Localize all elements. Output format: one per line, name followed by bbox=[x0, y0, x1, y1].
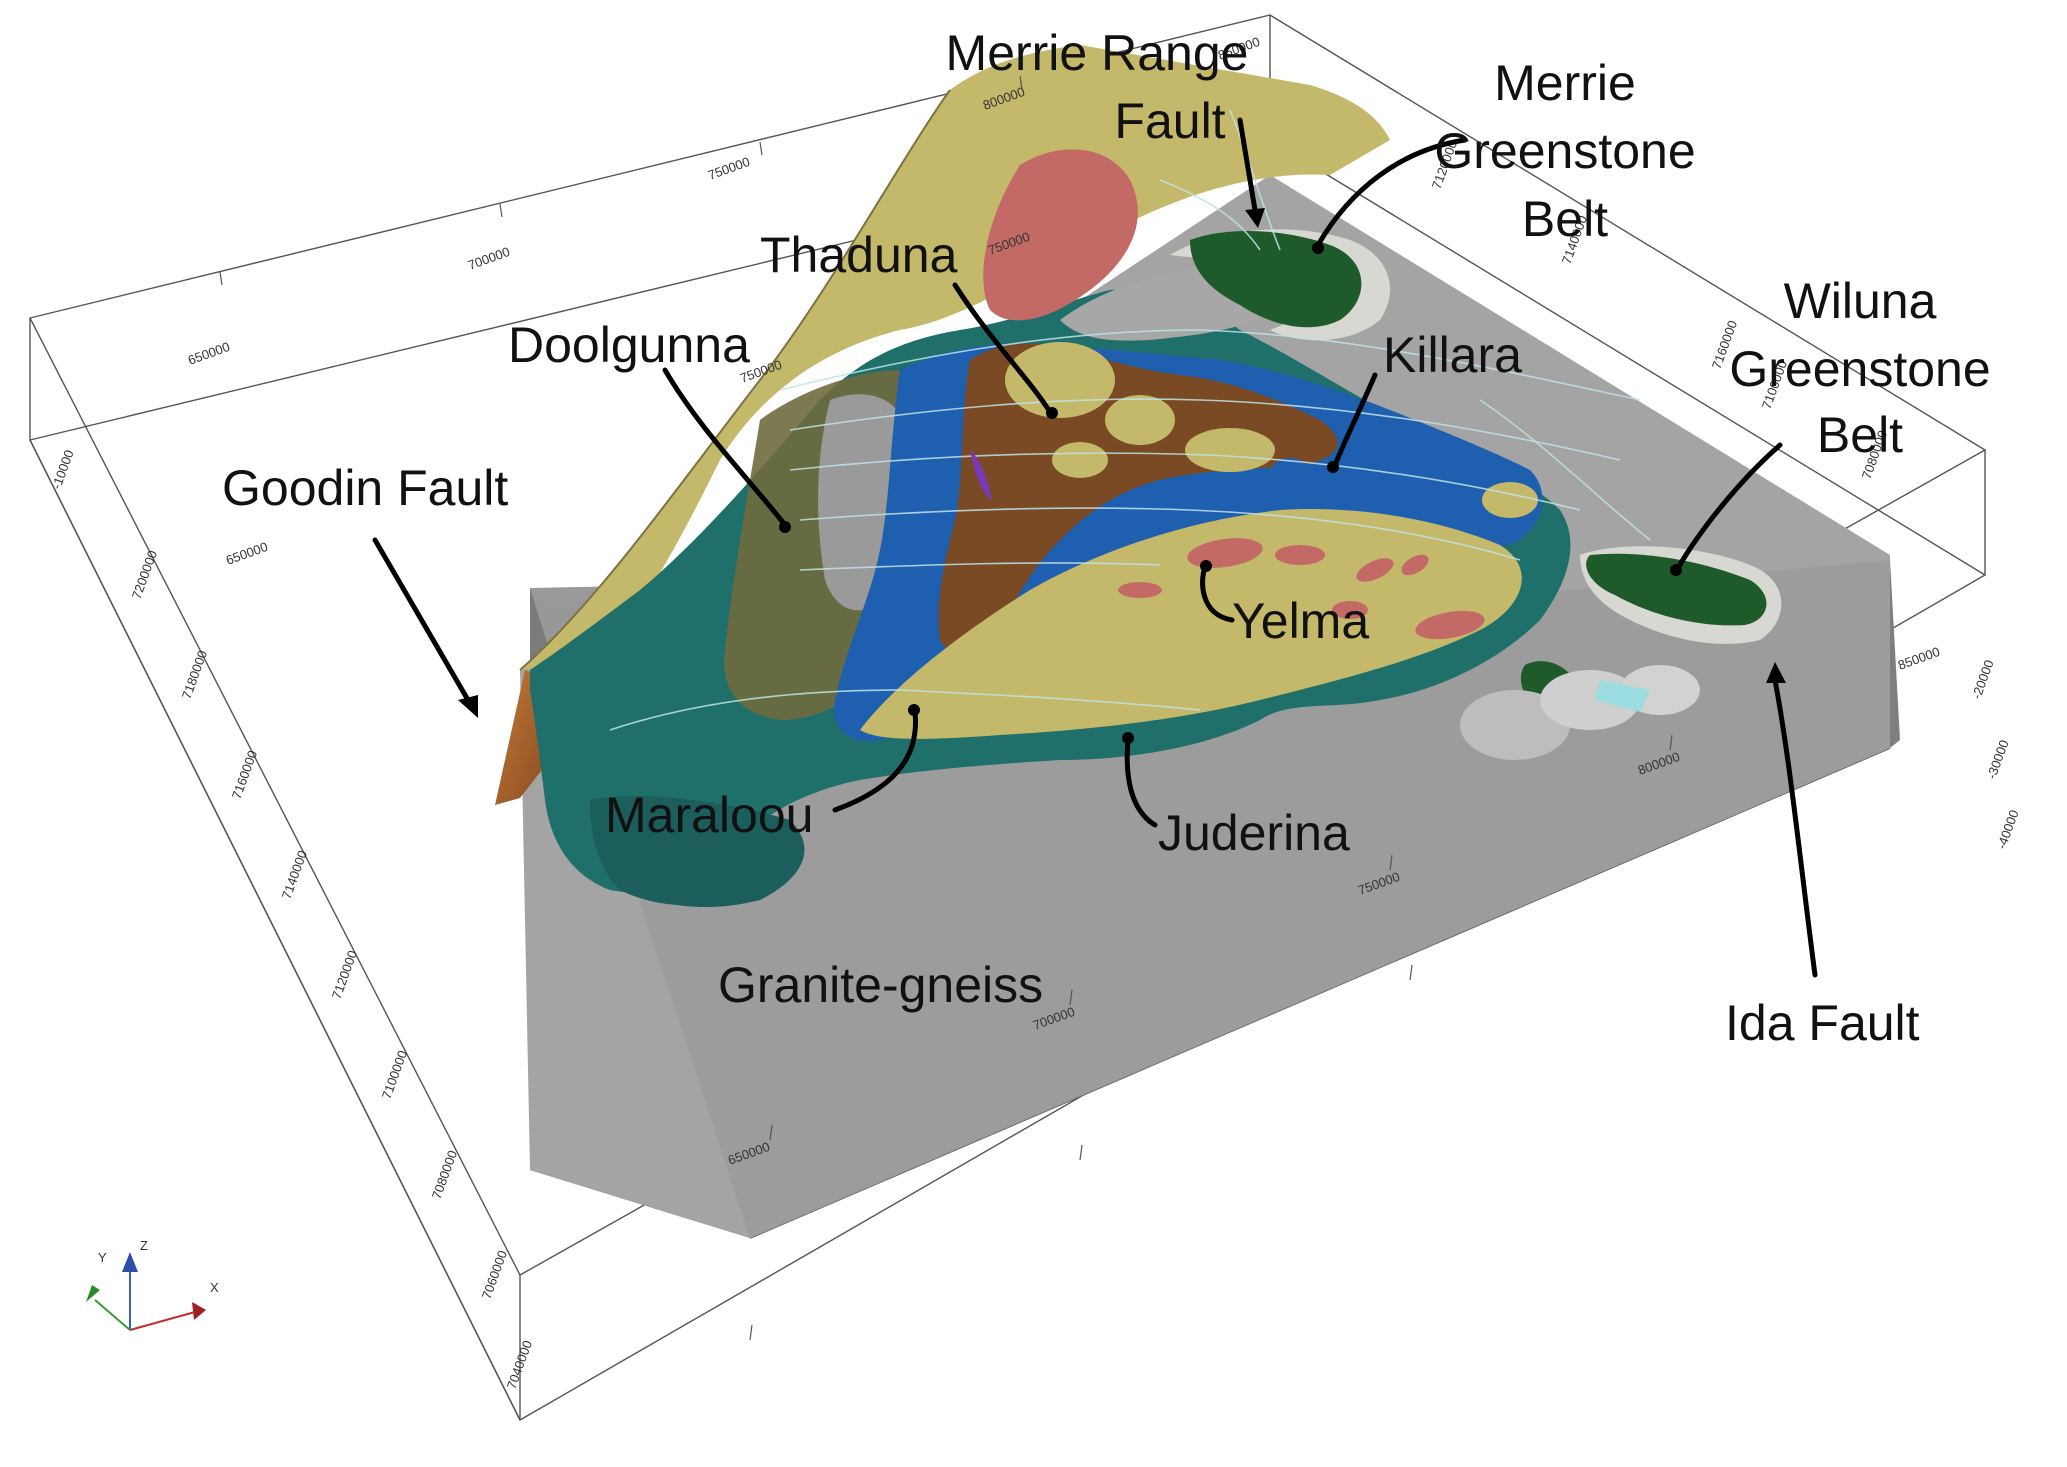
label-goodin-fault: Goodin Fault bbox=[222, 460, 508, 516]
label-ida-fault: Ida Fault bbox=[1725, 995, 1920, 1051]
label-killara: Killara bbox=[1383, 327, 1522, 383]
svg-text:7160000: 7160000 bbox=[229, 748, 260, 801]
svg-text:7140000: 7140000 bbox=[279, 848, 310, 901]
upper-pink-unit bbox=[983, 149, 1138, 321]
svg-text:7100000: 7100000 bbox=[379, 1048, 410, 1101]
svg-text:850000: 850000 bbox=[1896, 644, 1942, 673]
axis-x-label: X bbox=[210, 1280, 219, 1295]
label-wiluna-3: Belt bbox=[1817, 407, 1903, 463]
label-doolgunna: Doolgunna bbox=[508, 317, 750, 373]
fault-traces bbox=[609, 109, 1651, 731]
label-merrie-range-fault: Merrie Range bbox=[946, 25, 1249, 81]
svg-text:650000: 650000 bbox=[224, 539, 270, 568]
axis-z-label: Z bbox=[140, 1238, 148, 1253]
svg-text:-40000: -40000 bbox=[1994, 808, 2022, 851]
svg-text:750000: 750000 bbox=[706, 154, 752, 183]
merrie-greenstone-belt bbox=[1190, 230, 1362, 328]
wiluna-greenstone-belt bbox=[1586, 553, 1767, 626]
svg-text:7040000: 7040000 bbox=[504, 1338, 535, 1391]
svg-text:-30000: -30000 bbox=[1984, 738, 2012, 781]
tick-marks bbox=[219, 75, 1673, 1341]
label-merrie-greenstone-3: Belt bbox=[1522, 191, 1608, 247]
label-maraloou: Maraloou bbox=[605, 787, 813, 843]
svg-text:7060000: 7060000 bbox=[479, 1248, 510, 1301]
svg-text:7080000: 7080000 bbox=[429, 1148, 460, 1201]
yellow-cover-unit bbox=[520, 45, 1390, 670]
label-wiluna-2: Greenstone bbox=[1729, 341, 1990, 397]
label-merrie-range-fault-2: Fault bbox=[1114, 93, 1225, 149]
label-thaduna: Thaduna bbox=[760, 227, 958, 283]
thaduna-unit bbox=[938, 343, 1338, 655]
yelma-lenses bbox=[1118, 538, 1485, 640]
svg-text:7120000: 7120000 bbox=[329, 948, 360, 1001]
axis-y-label: Y bbox=[98, 1250, 107, 1265]
label-granite-gneiss: Granite-gneiss bbox=[718, 957, 1043, 1013]
label-merrie-greenstone-2: Greenstone bbox=[1434, 123, 1695, 179]
svg-text:-10000: -10000 bbox=[49, 448, 77, 491]
svg-text:700000: 700000 bbox=[466, 244, 512, 273]
leader-lines bbox=[372, 117, 1818, 978]
svg-text:7200000: 7200000 bbox=[129, 548, 160, 601]
label-juderina: Juderina bbox=[1158, 805, 1350, 861]
label-wiluna-1: Wiluna bbox=[1784, 273, 1937, 329]
label-yelma: Yelma bbox=[1232, 593, 1369, 649]
svg-text:7180000: 7180000 bbox=[179, 648, 210, 701]
granite-right-face bbox=[1890, 560, 1900, 748]
svg-text:650000: 650000 bbox=[186, 339, 232, 368]
svg-text:-20000: -20000 bbox=[1969, 658, 1997, 701]
label-merrie-greenstone-1: Merrie bbox=[1494, 55, 1636, 111]
orientation-axes: Z Y X bbox=[86, 1238, 219, 1331]
maraloou-yelma-unit bbox=[860, 509, 1522, 739]
